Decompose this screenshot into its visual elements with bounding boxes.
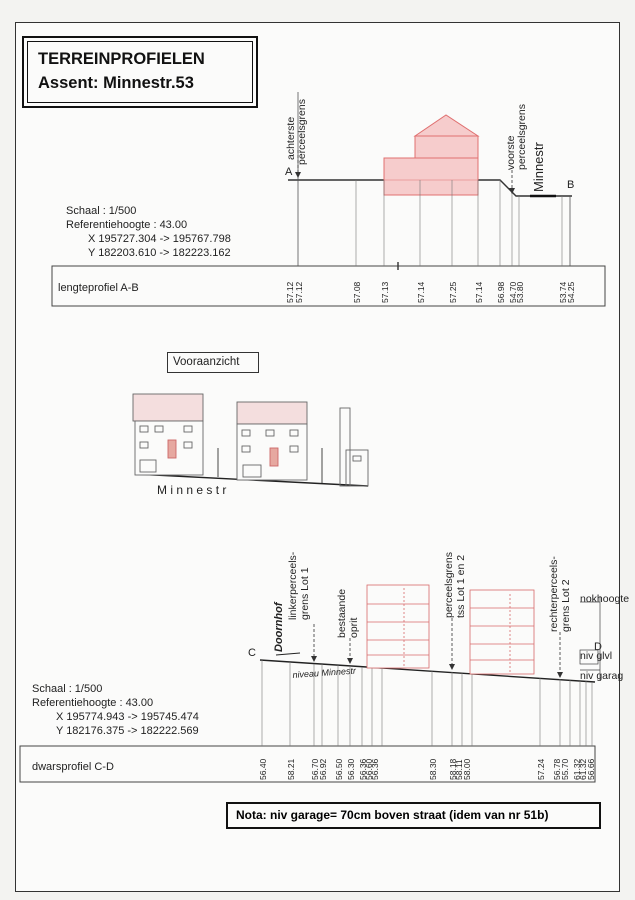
cd-doornhof-underline xyxy=(275,652,301,656)
title-line-1: TERREINPROFIELEN xyxy=(38,50,205,68)
cd-arrows xyxy=(311,656,563,678)
cd-profile-label: dwarsprofiel C-D xyxy=(32,761,114,773)
note-box: Nota: niv garage= 70cm boven straat (ide… xyxy=(226,802,601,829)
house2-window-1 xyxy=(241,429,251,437)
cd-niv-glvl: niv glvl xyxy=(580,650,613,662)
shed xyxy=(345,449,369,487)
cd-point-d: D xyxy=(594,641,602,653)
lot2-outline xyxy=(469,589,535,675)
title-block-inner xyxy=(27,41,253,103)
ab-guides xyxy=(355,180,563,266)
ab-reference: Referentiehoogte : 43.00 xyxy=(66,219,188,231)
ab-arrow-front xyxy=(509,188,515,194)
cd-guides xyxy=(261,660,593,746)
cd-reference: Referentiehoogte : 43.00 xyxy=(32,697,154,709)
title-line-2: Assent: Minnestr.53 xyxy=(38,74,194,92)
house1-garage xyxy=(139,459,157,473)
cd-band-rect xyxy=(19,745,596,783)
cd-scale: Schaal : 1/500 xyxy=(32,683,103,695)
house1-window-1 xyxy=(139,425,149,433)
ab-house-ground xyxy=(383,157,479,196)
ab-point-b: B xyxy=(567,179,575,191)
house1-door xyxy=(167,439,177,459)
cd-lot2-section xyxy=(469,589,535,675)
cd-point-c: C xyxy=(248,647,256,659)
cd-x-coords: X 195774.943 -> 195745.474 xyxy=(56,711,199,723)
cd-niv-garag: niv garag xyxy=(580,670,624,682)
house1-window-5 xyxy=(183,441,193,449)
title-block: TERREINPROFIELEN Assent: Minnestr.53 xyxy=(22,36,258,108)
cd-terrain-line xyxy=(259,659,596,683)
house2-window-2 xyxy=(265,429,275,437)
drawing-frame xyxy=(15,22,620,892)
ab-house-section xyxy=(383,114,480,196)
shed-pole xyxy=(339,407,351,487)
house1-window-2 xyxy=(154,425,164,433)
house2-door xyxy=(269,447,279,467)
ab-house-upper xyxy=(414,135,479,159)
cd-band xyxy=(19,745,596,783)
ab-point-a: A xyxy=(285,166,293,178)
cd-y-coords: Y 182176.375 -> 182222.569 xyxy=(56,725,199,737)
lot1-outline xyxy=(366,584,430,669)
house1-upper xyxy=(132,393,204,422)
house1-window-3 xyxy=(183,425,193,433)
ab-house-roof xyxy=(413,114,480,137)
shed-sign xyxy=(352,455,362,462)
cd-lot1-section xyxy=(366,584,430,669)
ab-house-floorlines xyxy=(384,157,478,181)
ab-profile-label: lengteprofiel A-B xyxy=(58,282,139,294)
cd-level-lines xyxy=(579,596,601,680)
front-view-title: Vooraanzicht xyxy=(173,356,240,368)
house2-garage xyxy=(242,464,262,478)
ab-band-rect xyxy=(51,265,606,307)
front-view-street: M i n n e s t r xyxy=(157,483,227,497)
front-view-drawing xyxy=(132,393,369,487)
ab-scale: Schaal : 1/500 xyxy=(66,205,137,217)
house1-window-4 xyxy=(139,441,149,449)
ab-x-coords: X 195727.304 -> 195767.798 xyxy=(88,233,231,245)
ab-y-coords: Y 182203.610 -> 182223.162 xyxy=(88,247,231,259)
house2-upper xyxy=(236,401,308,425)
house2-window-3 xyxy=(289,429,299,437)
house2-window-4 xyxy=(241,445,251,453)
ab-boundary-markers xyxy=(297,150,513,192)
front-view-title-box: Vooraanzicht xyxy=(167,352,259,373)
ab-arrow-rear xyxy=(295,172,301,178)
ab-band xyxy=(51,265,606,307)
house2-window-5 xyxy=(289,445,299,453)
